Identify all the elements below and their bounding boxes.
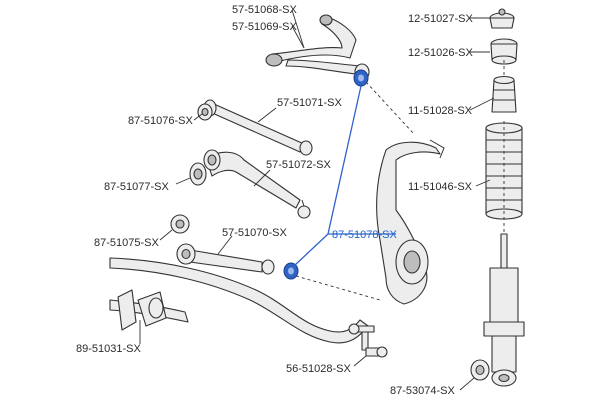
label-knuckle-bushing: 87-51078-SX xyxy=(332,229,397,241)
label-toe-link: 57-51071-SX xyxy=(277,97,342,109)
stabilizer-link xyxy=(348,323,388,358)
bump-cap xyxy=(489,8,515,29)
label-trailing-bushing: 87-51075-SX xyxy=(94,237,159,249)
knuckle-bushing-leader xyxy=(293,85,396,267)
label-bump-stop: 11-51028-SX xyxy=(408,105,473,117)
assembly-lines xyxy=(295,60,505,301)
label-upper-arm-b: 57-51069-SX xyxy=(232,21,297,33)
label-shock-bushing: 87-53074-SX xyxy=(390,385,455,397)
label-upper-arm-a: 57-51068-SX xyxy=(232,4,297,16)
knuckle-bushing-highlight xyxy=(283,69,369,280)
lower-control-arm xyxy=(203,149,311,219)
shock-bushing xyxy=(470,359,490,381)
leader-lines xyxy=(139,9,495,391)
label-dust-boot: 11-51046-SX xyxy=(408,181,473,193)
upper-control-arm xyxy=(265,14,370,81)
lower-arm-bushing xyxy=(189,162,207,186)
label-mount-bushing: 12-51026-SX xyxy=(408,47,473,59)
label-bump-cap: 12-51027-SX xyxy=(408,13,473,25)
stabilizer-bushing xyxy=(117,289,167,331)
part-labels: 57-51068-SX 57-51069-SX 12-51027-SX 12-5… xyxy=(76,4,473,397)
toe-link-bushing xyxy=(197,103,213,121)
label-lower-arm: 57-51072-SX xyxy=(266,159,331,171)
trailing-arm-bushing xyxy=(170,214,190,234)
bump-stop xyxy=(491,75,517,113)
label-lower-bushing: 87-51077-SX xyxy=(104,181,169,193)
label-toe-bushing: 87-51076-SX xyxy=(128,115,193,127)
steering-knuckle xyxy=(376,139,445,305)
shock-absorber xyxy=(483,233,525,387)
label-stabilizer-link: 56-51028-SX xyxy=(286,363,351,375)
trailing-arm xyxy=(176,243,275,275)
label-trailing-arm: 57-51070-SX xyxy=(222,227,287,239)
label-stabilizer-bushing: 89-51031-SX xyxy=(76,343,141,355)
